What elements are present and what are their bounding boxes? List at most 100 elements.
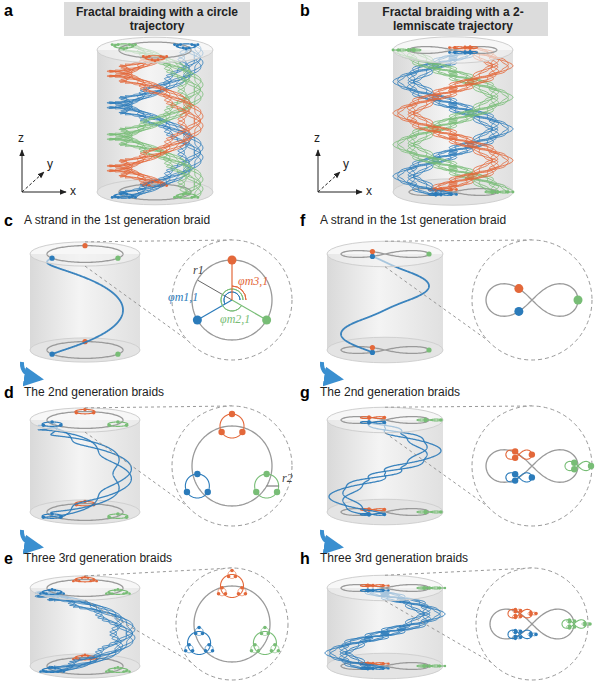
strand-dot [262,316,271,325]
strand-dot [370,345,375,350]
strand-dot [529,632,533,636]
strand-dot [412,48,415,51]
strand-dot [107,423,111,427]
braid-cylinder [30,575,140,678]
angle-label: φm3,1 [238,275,268,289]
braid-strand [410,47,496,189]
panel-letter: a [4,2,13,20]
zoom-line [85,406,232,408]
sub-trajectory [365,585,373,587]
strand-dot [464,46,467,49]
axes [318,150,362,192]
angle-arc [232,286,246,300]
strand-dot [426,251,431,256]
strand-dot [367,415,371,419]
sub-trajectory [360,421,384,423]
zoom-circle [476,568,588,680]
zoom-circle [472,406,592,526]
strand-dot [428,586,430,588]
strand-dot [188,46,191,49]
strand-dot [573,625,577,629]
braid-strand [110,46,201,197]
strand-dot [131,44,134,47]
strand-dot [128,592,130,594]
zoom-circle [172,406,292,526]
panel-letter: h [300,550,310,568]
braid-cylinder [327,407,443,525]
strand-dot [382,662,384,664]
braid-strand [107,56,203,185]
strand-dot [453,46,456,49]
panel-title: The 2nd generation braids [320,386,460,400]
strand-dot [469,45,472,48]
strand-dot [120,667,122,669]
strand-dot [45,592,47,594]
strand-dot [193,316,202,325]
zoom-inset [85,240,292,360]
braid-strand [109,44,201,197]
cylinder-top [30,576,140,600]
sub-trajectory [506,473,532,482]
strand-dot [372,662,374,664]
strand-dot [382,584,384,586]
strand-dot [229,411,235,417]
cylinder-top [30,242,140,266]
cylinder-top [393,37,513,63]
strand-dot [111,43,114,46]
strand-dot [117,588,119,590]
sub-trajectory [365,590,373,592]
strand-dot [424,418,428,422]
axis-label: x [366,185,372,199]
generation-arrow [22,530,40,547]
strand-dot [250,649,254,653]
strand-dot [49,256,54,261]
strand-dot [145,56,148,59]
sub-trajectory [506,450,532,459]
strand-dot [382,663,384,665]
strand-dot [115,352,120,357]
strand-dot [383,508,387,512]
strand-dot [444,587,446,589]
strand-dot [120,589,122,591]
strand-dot [469,50,472,53]
strand-dot [218,429,224,435]
strand-dot [116,512,120,516]
strand-dot [72,580,74,582]
braid-strand [109,56,201,185]
strand-dot [159,55,162,58]
zoom-inset [85,406,292,526]
braid-strand [398,47,509,189]
braid-strand [109,45,201,198]
strand-dot [201,632,205,636]
strand-dot [51,588,53,590]
sub-trajectory [565,461,591,470]
strand-dot [179,43,182,46]
strand-dot [387,589,389,591]
strand-dot [439,665,441,667]
strand-dot [75,657,77,659]
strand-dot [75,411,79,415]
sub-trajectory [114,44,134,48]
strand-dot [115,256,120,261]
braid-strand [407,49,498,191]
strand-dot [211,649,215,653]
strand-dot [273,643,277,647]
strand-dot [277,649,281,653]
strand-dot [392,49,395,52]
panel-letter: e [4,550,13,568]
braid-strand [110,58,201,185]
heading-text: Fractal braiding with a 2-lemniscate tra… [364,5,542,33]
strand-dot [253,643,257,647]
cylinder-top [30,408,140,432]
strand-dot [367,420,371,424]
strand-dot [588,622,592,626]
strand-dot [469,46,472,49]
strand-dot [519,609,523,613]
strand-dot [519,630,523,634]
strand-dot [59,423,63,427]
trajectory [486,450,578,483]
strand-dot [583,621,587,625]
braid-cylinder [97,37,213,205]
sub-trajectory [253,632,276,655]
strand-dot [184,489,190,495]
